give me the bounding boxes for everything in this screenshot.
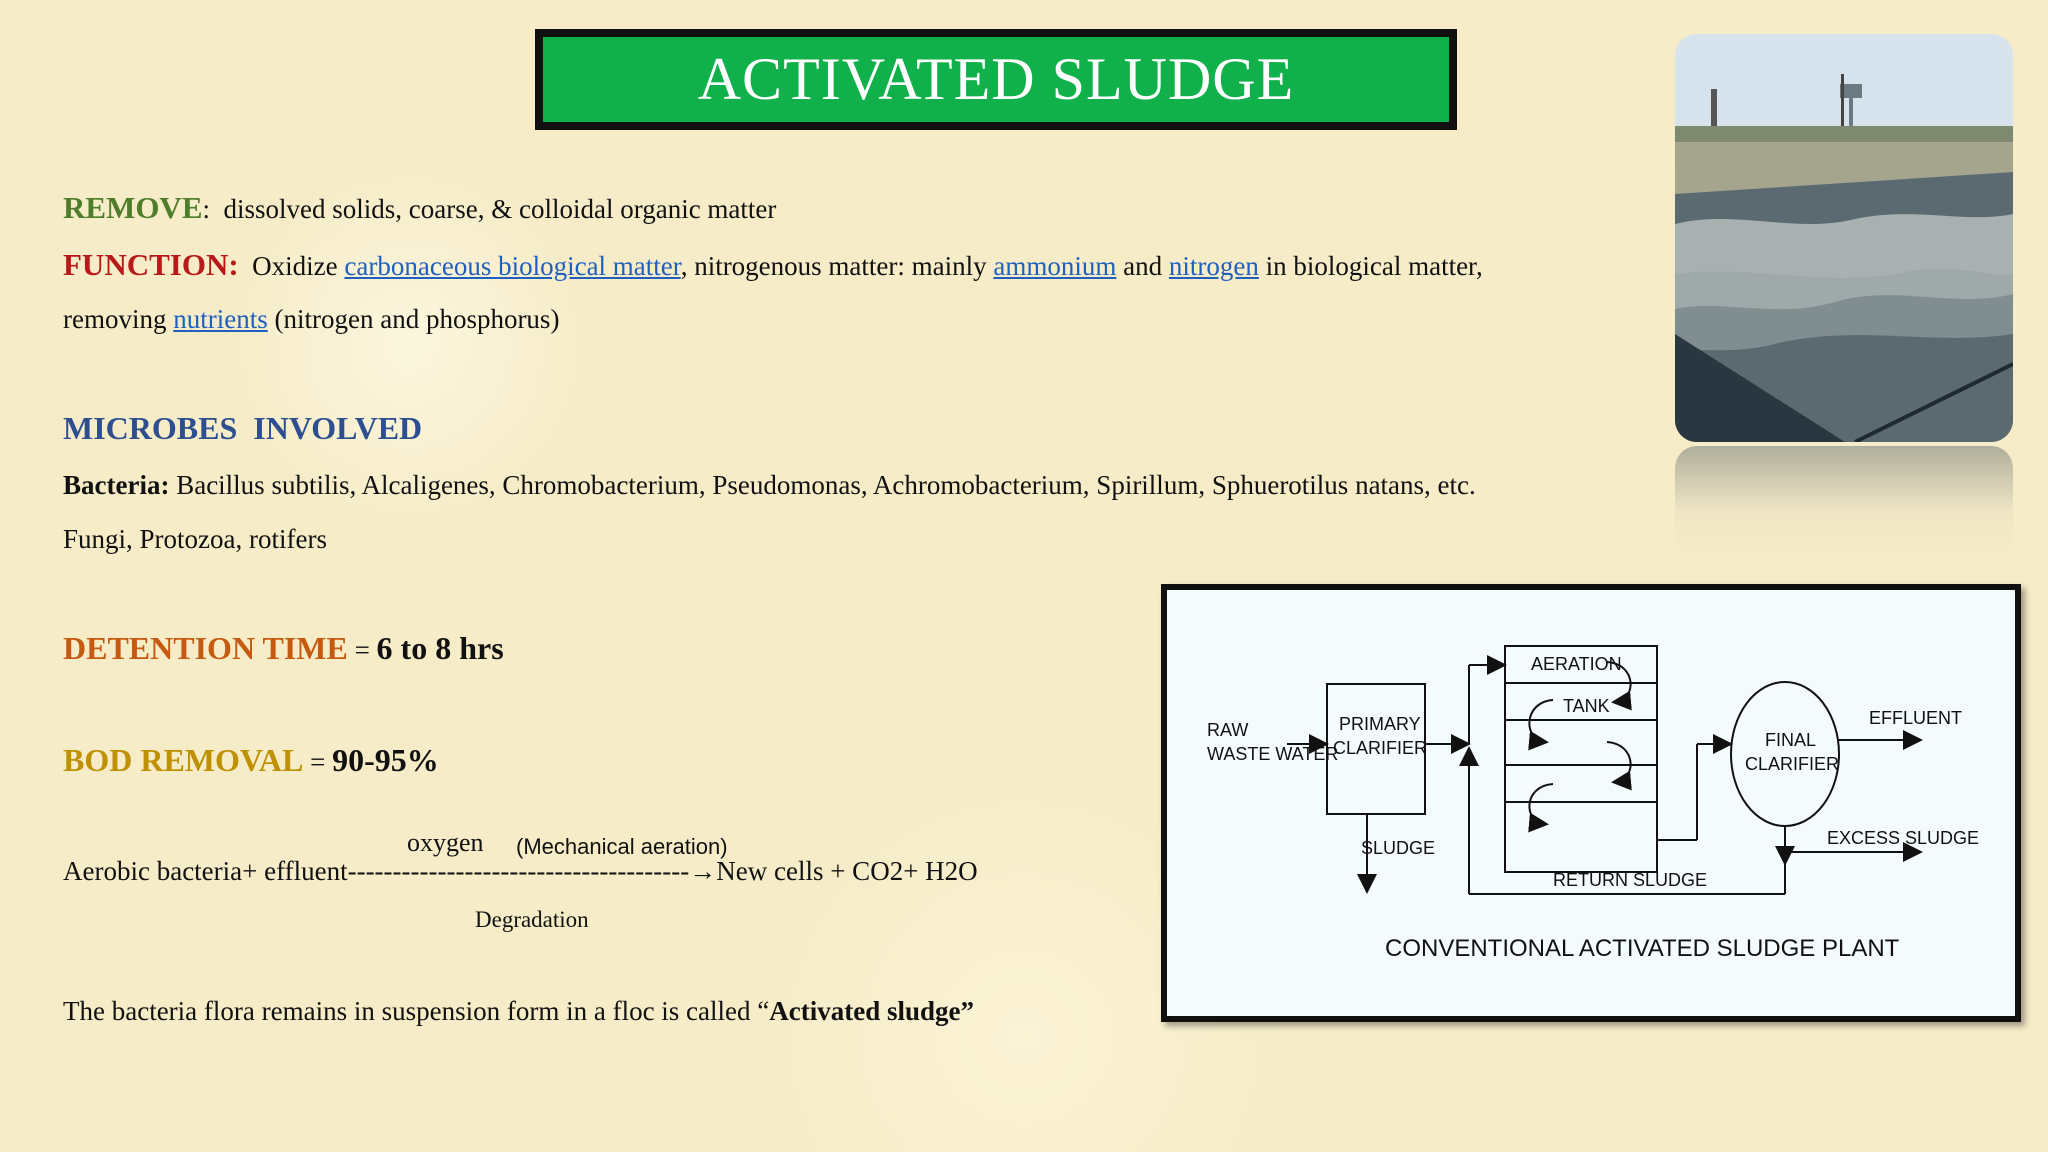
conclusion-line: The bacteria flora remains in suspension… bbox=[63, 996, 974, 1027]
microbes-heading-line: MICROBES INVOLVED bbox=[63, 410, 422, 447]
link-nutrients[interactable]: nutrients bbox=[173, 304, 268, 334]
label-final-clarifier: CLARIFIER bbox=[1745, 754, 1839, 774]
remove-line: REMOVE: dissolved solids, coarse, & coll… bbox=[63, 190, 776, 226]
label-excess-sludge: EXCESS SLUDGE bbox=[1827, 828, 1979, 848]
bod-line: BOD REMOVAL = 90-95% bbox=[63, 742, 439, 779]
reaction-equation: Aerobic bacteria+ effluent--------------… bbox=[63, 856, 978, 886]
aeration-tank-photo bbox=[1675, 34, 2013, 442]
remove-text: dissolved solids, coarse, & colloidal or… bbox=[223, 194, 777, 224]
diagram-canvas: RAW WASTE WATER PRIMARY CLARIFIER AERATI… bbox=[1167, 590, 2015, 1016]
function-text-6: (nitrogen and phosphorus) bbox=[274, 304, 560, 334]
microbes-heading: MICROBES INVOLVED bbox=[63, 410, 423, 446]
function-text-2: , nitrogenous matter: mainly bbox=[680, 251, 987, 281]
photo-scene bbox=[1675, 34, 2013, 442]
label-tank: TANK bbox=[1563, 696, 1610, 716]
detention-value: 6 to 8 hrs bbox=[376, 630, 504, 666]
label-primary-clarifier: CLARIFIER bbox=[1333, 738, 1427, 758]
function-line-2: removing nutrients (nitrogen and phospho… bbox=[63, 304, 559, 335]
label-primary: PRIMARY bbox=[1339, 714, 1421, 734]
label-sludge: SLUDGE bbox=[1361, 838, 1435, 858]
slide-title: ACTIVATED SLUDGE bbox=[543, 37, 1449, 122]
conclusion-text: The bacteria flora remains in suspension… bbox=[63, 996, 770, 1026]
function-text-3: and bbox=[1123, 251, 1163, 281]
others-line: Fungi, Protozoa, rotifers bbox=[63, 524, 327, 555]
label-final: FINAL bbox=[1765, 730, 1816, 750]
label-aeration: AERATION bbox=[1531, 654, 1622, 674]
conclusion-bold: Activated sludge” bbox=[769, 996, 974, 1026]
label-raw: RAW bbox=[1207, 720, 1248, 740]
label-waste-water: WASTE WATER bbox=[1207, 744, 1338, 764]
link-nitrogen[interactable]: nitrogen bbox=[1168, 251, 1259, 281]
link-ammonium[interactable]: ammonium bbox=[993, 251, 1117, 281]
label-effluent: EFFLUENT bbox=[1869, 708, 1962, 728]
function-label: FUNCTION: bbox=[63, 247, 239, 282]
detention-eq: = bbox=[347, 635, 377, 665]
function-text-5: removing bbox=[63, 304, 167, 334]
link-carbonaceous[interactable]: carbonaceous biological matter bbox=[344, 251, 681, 281]
title-box: ACTIVATED SLUDGE bbox=[535, 29, 1457, 130]
photo-reflection bbox=[1675, 446, 2013, 556]
reaction-oxygen: oxygen bbox=[407, 828, 484, 857]
bod-value: 90-95% bbox=[332, 742, 439, 778]
bod-eq: = bbox=[303, 747, 333, 777]
detention-line: DETENTION TIME = 6 to 8 hrs bbox=[63, 630, 504, 667]
bod-label: BOD REMOVAL bbox=[63, 742, 304, 778]
remove-colon: : bbox=[202, 194, 211, 224]
diagram-caption: CONVENTIONAL ACTIVATED SLUDGE PLANT bbox=[1385, 935, 1900, 962]
function-line: FUNCTION: Oxidize carbonaceous biologica… bbox=[63, 247, 1483, 283]
detention-label: DETENTION TIME bbox=[63, 630, 348, 666]
function-text-4: in biological matter, bbox=[1265, 251, 1483, 281]
process-diagram: RAW WASTE WATER PRIMARY CLARIFIER AERATI… bbox=[1161, 584, 2021, 1022]
microbes-others: Fungi, Protozoa, rotifers bbox=[63, 524, 327, 554]
bacteria-line: Bacteria: Bacillus subtilis, Alcaligenes… bbox=[63, 470, 1476, 501]
bacteria-text: Bacillus subtilis, Alcaligenes, Chromoba… bbox=[176, 470, 1476, 500]
reaction-mechanical: (Mechanical aeration) bbox=[516, 834, 728, 859]
remove-label: REMOVE bbox=[63, 190, 203, 225]
aeration-tank-box bbox=[1504, 645, 1658, 873]
diagram-svg: RAW WASTE WATER PRIMARY CLARIFIER AERATI… bbox=[1207, 645, 1979, 962]
bacteria-label: Bacteria: bbox=[63, 470, 170, 500]
function-text-1: Oxidize bbox=[252, 251, 338, 281]
label-return-sludge: RETURN SLUDGE bbox=[1553, 870, 1707, 890]
reaction-degradation: Degradation bbox=[475, 907, 589, 932]
